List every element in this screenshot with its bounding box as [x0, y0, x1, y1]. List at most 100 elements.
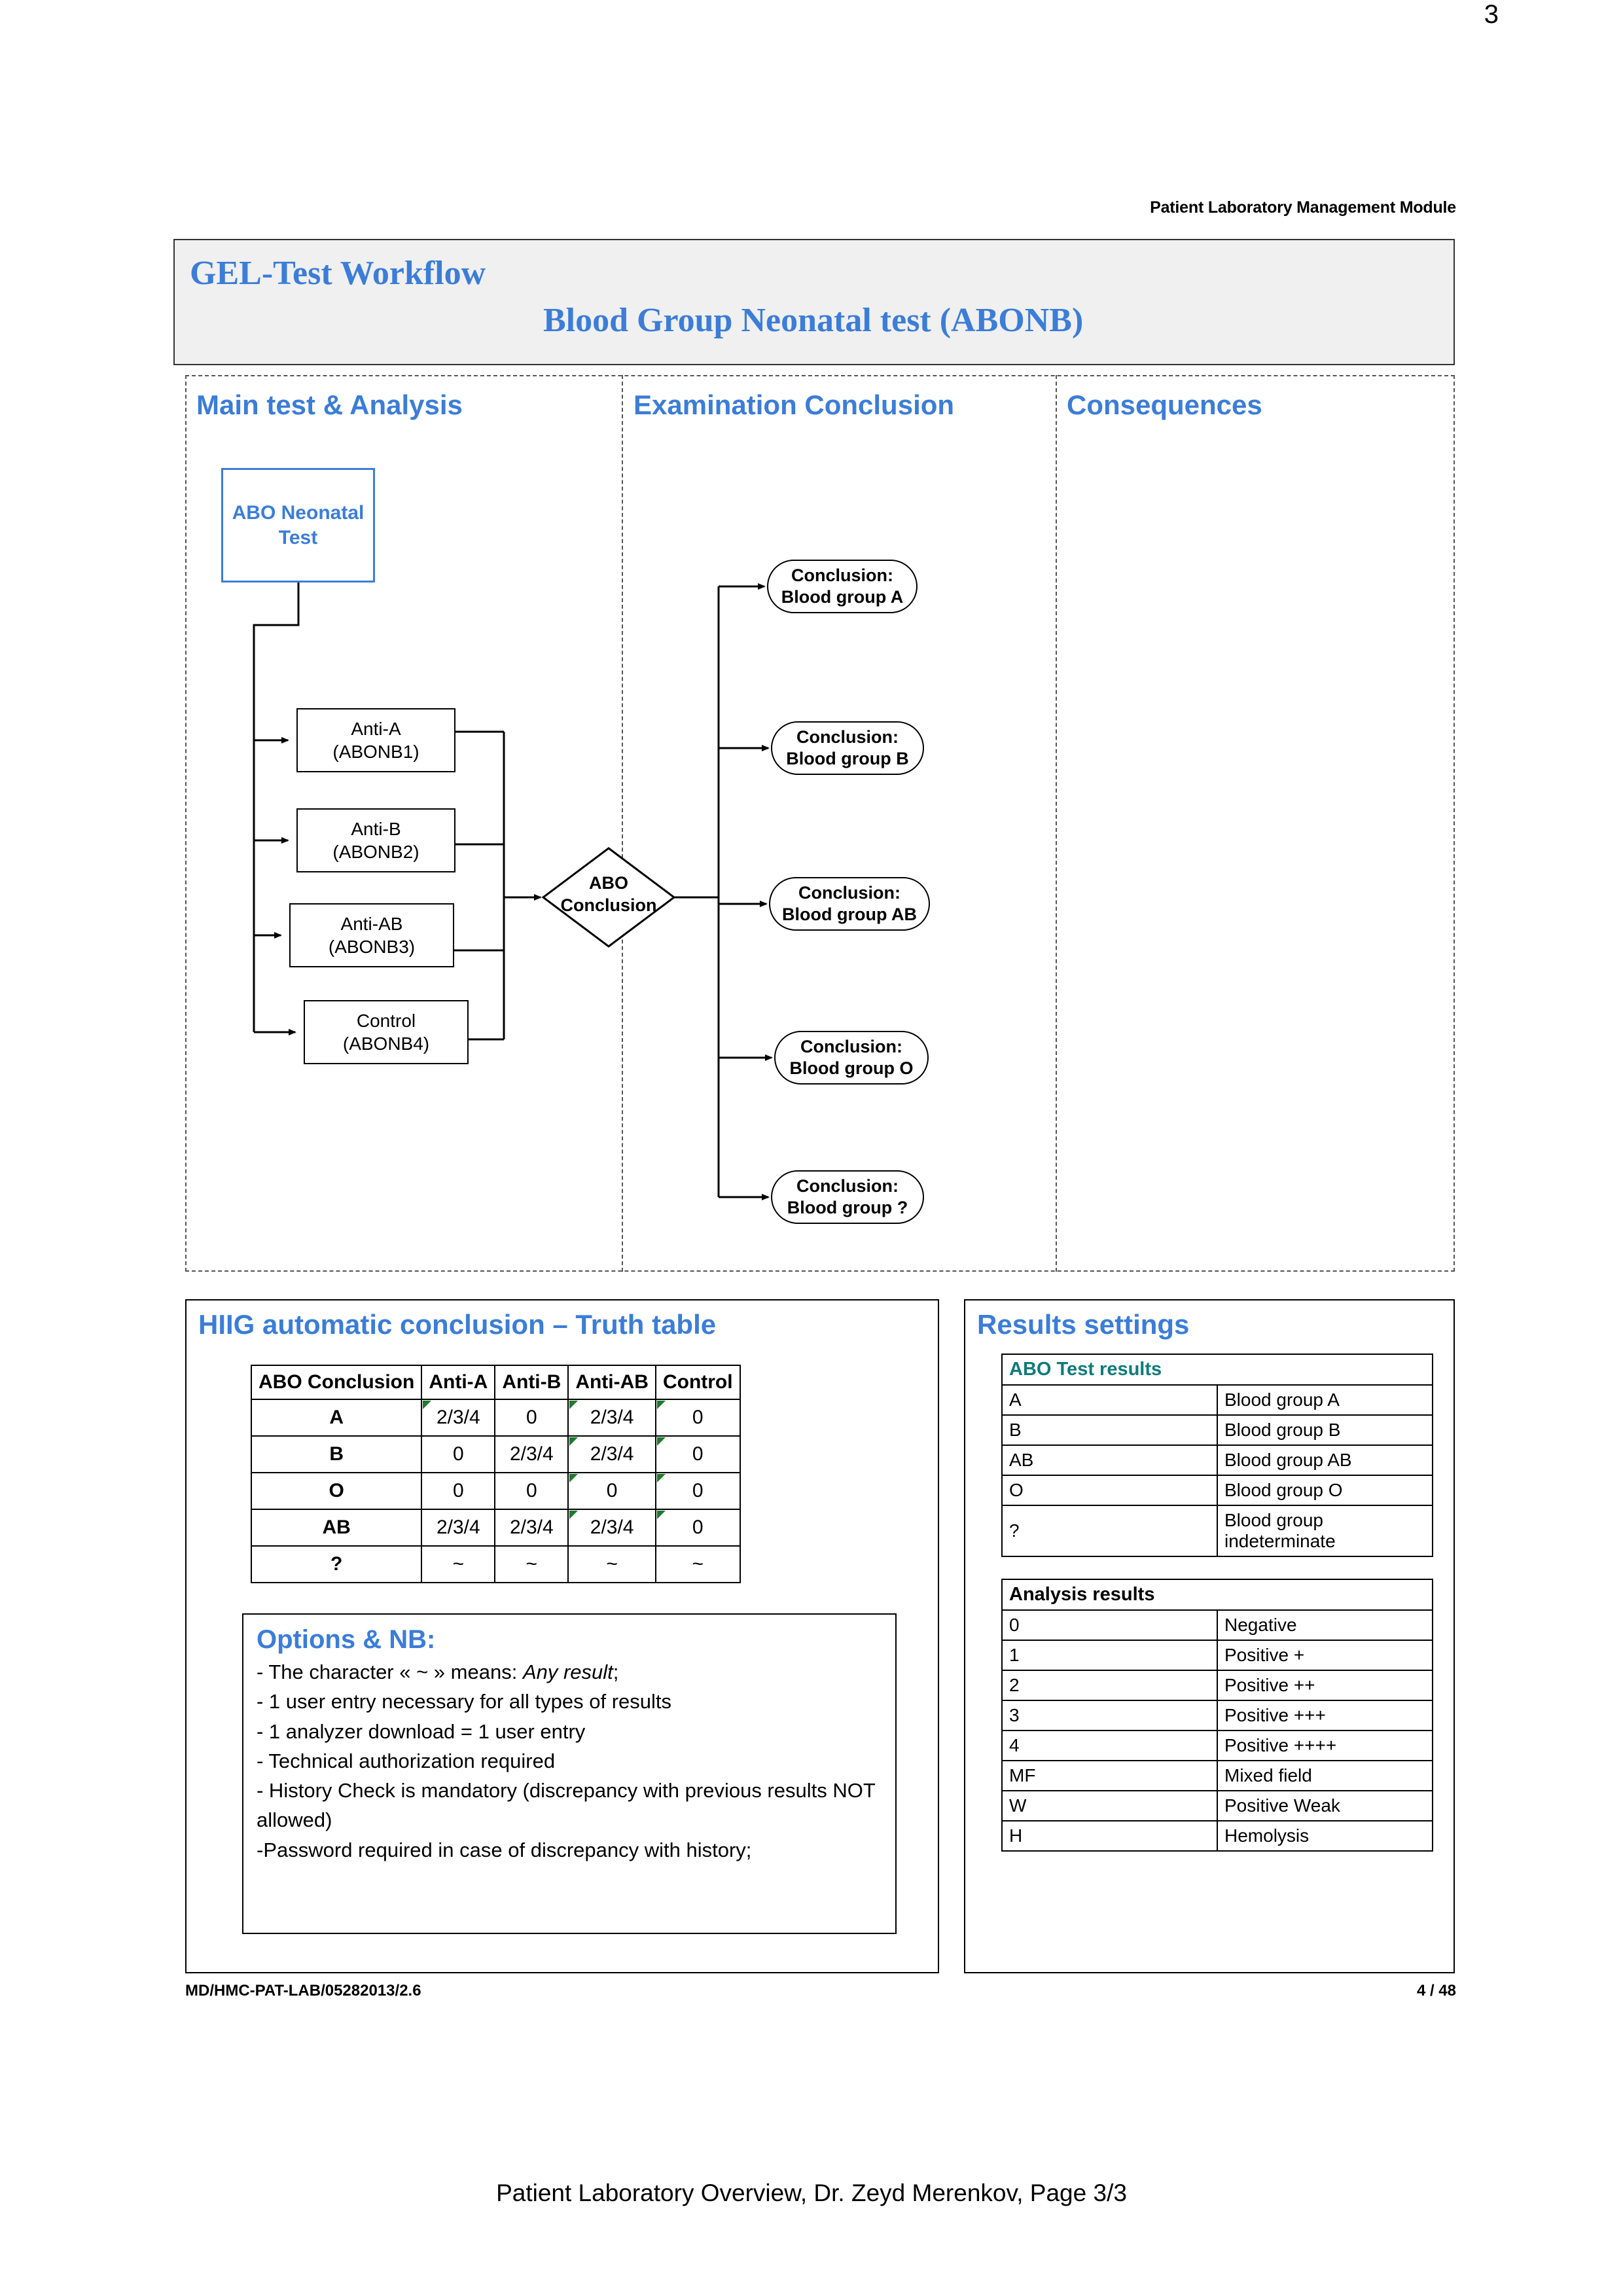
conclusion-line2: Blood group O — [789, 1058, 914, 1078]
cell-analysis-label: Positive +++ — [1217, 1700, 1433, 1731]
conclusion-line1: Conclusion: — [796, 1176, 899, 1196]
node-label: Conclusion: Blood group O — [790, 1036, 914, 1079]
options-nb-title: Options & NB: — [257, 1625, 436, 1654]
node-abo-neonatal-test[interactable]: ABO Neonatal Test — [221, 468, 375, 583]
table-row: ?~~~~ — [250, 1545, 741, 1583]
green-comment-marker-icon — [569, 1474, 579, 1482]
swimlane-container — [185, 375, 1455, 1272]
conclusion-line2: Blood group B — [786, 749, 909, 768]
node-conclusion-blood-group-ab[interactable]: Conclusion: Blood group AB — [769, 877, 930, 931]
cell-analysis-code: 3 — [1001, 1700, 1218, 1731]
cell-abo-label: Blood group AB — [1217, 1444, 1433, 1476]
col-control: Control — [654, 1365, 741, 1400]
green-comment-marker-icon — [569, 1511, 579, 1519]
node-conclusion-blood-group-a[interactable]: Conclusion: Blood group A — [767, 560, 918, 613]
conclusion-line2: Blood group ? — [787, 1198, 908, 1217]
cell-anti-ab: 2/3/4 — [567, 1435, 656, 1473]
table-header-row: ABO Test results — [1001, 1354, 1433, 1386]
truth-table-panel — [185, 1299, 939, 1973]
node-label: Control (ABONB4) — [343, 1009, 429, 1055]
lane-title-consequences: Consequences — [1067, 389, 1262, 420]
col-anti-ab: Anti-AB — [567, 1365, 656, 1400]
cell-abo-conclusion: AB — [250, 1509, 423, 1547]
lane-divider-2 — [1056, 375, 1057, 1272]
cell-analysis-code: 1 — [1001, 1640, 1218, 1671]
decision-label-line2: Conclusion — [560, 895, 657, 915]
node-conclusion-blood-group-o[interactable]: Conclusion: Blood group O — [774, 1031, 929, 1085]
options-line-5: - History Check is mandatory (discrepanc… — [257, 1779, 876, 1832]
green-comment-marker-icon — [656, 1511, 666, 1519]
cell-anti-ab: 2/3/4 — [567, 1399, 656, 1437]
decision-label-line1: ABO — [589, 873, 628, 893]
options-line-1-italic: Any result — [522, 1660, 613, 1683]
title-box — [173, 239, 1455, 365]
node-conclusion-blood-group-b[interactable]: Conclusion: Blood group B — [771, 721, 924, 775]
options-line-4: - Technical authorization required — [257, 1749, 556, 1772]
node-label: Anti-A (ABONB1) — [332, 717, 419, 763]
lane-divider-1 — [622, 375, 623, 1272]
cell-anti-a: 2/3/4 — [421, 1509, 496, 1547]
workflow-title-line2: Blood Group Neonatal test (ABONB) — [543, 302, 1084, 339]
node-label-line1: Anti-A — [351, 719, 401, 739]
options-line-1-prefix: - The character « ~ » means: — [257, 1660, 523, 1683]
page-number: 3 — [1484, 0, 1499, 29]
cell-analysis-label: Positive + — [1217, 1640, 1433, 1671]
cell-anti-ab: ~ — [567, 1545, 656, 1583]
node-conclusion-blood-group-unknown[interactable]: Conclusion: Blood group ? — [771, 1170, 924, 1224]
node-anti-b[interactable]: Anti-B (ABONB2) — [296, 808, 455, 872]
node-abo-conclusion-decision[interactable]: ABO Conclusion — [543, 872, 674, 917]
node-label-line2: (ABONB3) — [328, 937, 416, 957]
node-label-line1: Control — [356, 1011, 416, 1031]
node-label: Conclusion: Blood group A — [781, 565, 903, 608]
node-anti-a[interactable]: Anti-A (ABONB1) — [296, 708, 455, 772]
cell-anti-b: 2/3/4 — [494, 1435, 569, 1473]
conclusion-line1: Conclusion: — [796, 727, 899, 747]
truth-table-panel-title: HIIG automatic conclusion – Truth table — [198, 1309, 717, 1340]
cell-abo-conclusion: A — [250, 1399, 423, 1437]
cell-anti-a: ~ — [421, 1545, 496, 1583]
green-comment-marker-icon — [423, 1401, 432, 1409]
lane-title-examination-conclusion: Examination Conclusion — [633, 389, 955, 420]
cell-anti-b: 2/3/4 — [494, 1509, 569, 1547]
node-control[interactable]: Control (ABONB4) — [304, 1000, 469, 1064]
workflow-title-line1: GEL-Test Workflow — [190, 255, 486, 292]
cell-analysis-label: Negative — [1217, 1609, 1433, 1641]
cell-analysis-label: Positive ++ — [1217, 1670, 1433, 1701]
cell-anti-ab: 2/3/4 — [567, 1509, 656, 1547]
conclusion-line1: Conclusion: — [791, 565, 893, 586]
cell-anti-a: 0 — [421, 1472, 496, 1510]
conclusion-line2: Blood group AB — [782, 905, 917, 924]
lane-title-main-test: Main test & Analysis — [196, 389, 463, 420]
cell-control: 0 — [654, 1399, 741, 1437]
table-row: ?Blood group indeterminate — [1001, 1505, 1433, 1557]
cell-anti-a: 2/3/4 — [421, 1399, 496, 1437]
cell-analysis-code: W — [1001, 1790, 1218, 1821]
truth-table: ABO Conclusion Anti-A Anti-B Anti-AB Con… — [250, 1365, 741, 1583]
col-anti-a: Anti-A — [421, 1365, 496, 1400]
options-line-3: - 1 analyzer download = 1 user entry — [257, 1719, 586, 1743]
col-anti-b: Anti-B — [494, 1365, 569, 1400]
cell-abo-label: Blood group A — [1217, 1384, 1433, 1416]
cell-analysis-code: H — [1001, 1820, 1218, 1852]
cell-abo-conclusion: O — [250, 1472, 423, 1510]
node-label: Anti-B (ABONB2) — [332, 817, 419, 863]
cell-analysis-code: 2 — [1001, 1670, 1218, 1701]
conclusion-line2: Blood group A — [781, 587, 904, 607]
node-anti-ab[interactable]: Anti-AB (ABONB3) — [289, 903, 454, 967]
cell-control: ~ — [654, 1545, 741, 1583]
options-line-2: - 1 user entry necessary for all types o… — [257, 1690, 672, 1713]
cell-analysis-code: 0 — [1001, 1609, 1218, 1641]
cell-analysis-label: Mixed field — [1217, 1760, 1433, 1791]
abo-test-results-header: ABO Test results — [1001, 1354, 1433, 1386]
